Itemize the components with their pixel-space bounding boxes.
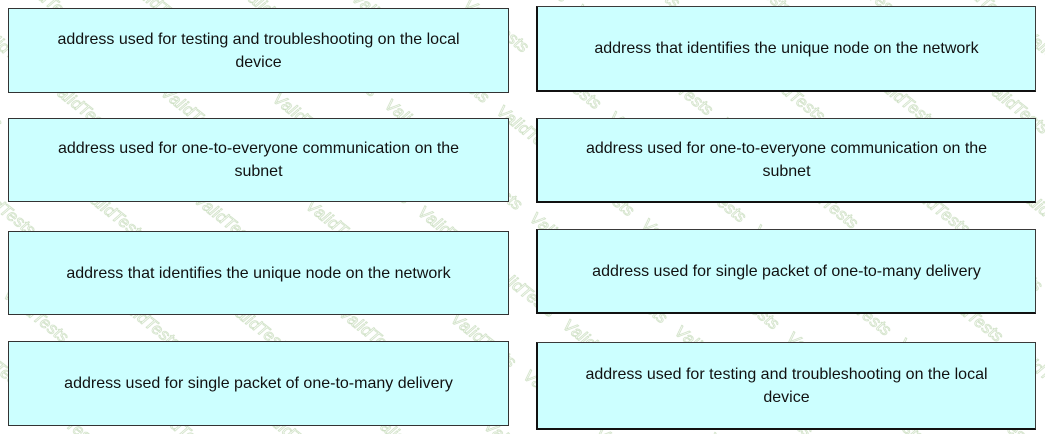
left-item-3-label: address that identifies the unique node … [66, 264, 451, 282]
right-item-1[interactable]: address that identifies the unique node … [536, 6, 1036, 92]
left-item-4-label: address used for single packet of one-to… [64, 375, 453, 392]
right-item-4-label: address used for testing and troubleshoo… [585, 365, 988, 406]
left-item-1-label: address used for testing and troubleshoo… [57, 30, 460, 71]
right-item-2[interactable]: address used for one-to-everyone communi… [536, 118, 1036, 203]
right-item-1-label: address that identifies the unique node … [594, 40, 979, 57]
left-item-2[interactable]: address used for one-to-everyone communi… [8, 118, 509, 202]
right-item-3[interactable]: address used for single packet of one-to… [536, 229, 1036, 314]
left-item-4[interactable]: address used for single packet of one-to… [8, 341, 509, 426]
left-item-3[interactable]: address that identifies the unique node … [8, 231, 509, 315]
right-item-3-label: address used for single packet of one-to… [592, 262, 981, 280]
left-item-2-label: address used for one-to-everyone communi… [57, 140, 460, 180]
right-item-4[interactable]: address used for testing and troubleshoo… [536, 342, 1036, 430]
right-item-2-label: address used for one-to-everyone communi… [585, 140, 988, 180]
left-item-1[interactable]: address used for testing and troubleshoo… [8, 8, 509, 93]
